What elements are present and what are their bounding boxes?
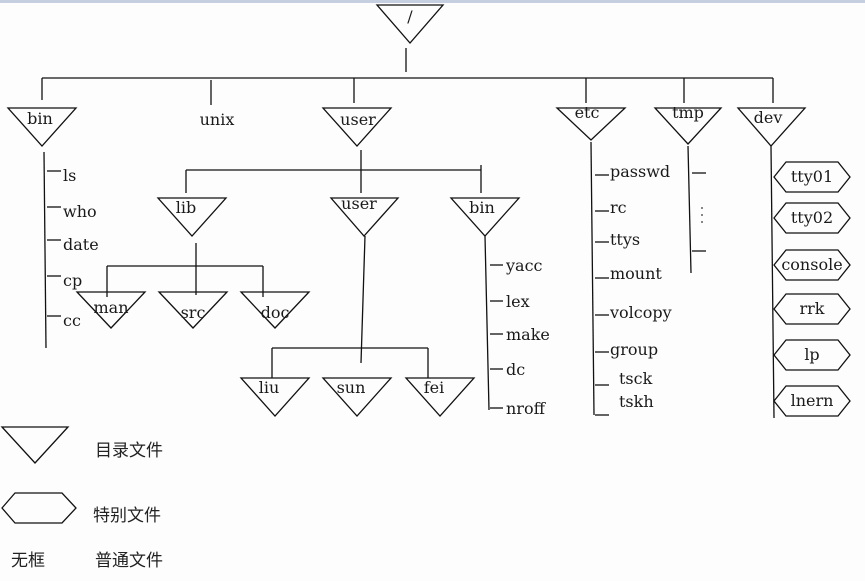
directory-man: man xyxy=(75,291,147,329)
directory-label: lib xyxy=(176,198,196,217)
directory-label: user xyxy=(341,194,377,213)
special-file-label: console xyxy=(781,255,842,274)
legend-special-label: 特别文件 xyxy=(93,506,161,526)
directory-user: user xyxy=(321,107,393,147)
special-hexagon xyxy=(773,339,851,371)
directory-triangle xyxy=(239,377,311,417)
directory-liu: liu xyxy=(239,377,311,417)
connector xyxy=(687,145,692,274)
special-file-lp: lp xyxy=(773,339,851,371)
directory-triangle xyxy=(157,291,229,329)
legend-directory-triangle xyxy=(0,426,70,464)
special-hexagon xyxy=(773,293,851,325)
directory-label: bin xyxy=(469,198,495,217)
directory-triangle xyxy=(736,107,807,147)
directory-triangle xyxy=(75,291,147,329)
directory-dev: dev xyxy=(736,107,807,147)
connector xyxy=(484,235,490,411)
special-file-label: tty02 xyxy=(791,208,833,227)
root-directory: / xyxy=(375,4,445,44)
directory-triangle xyxy=(449,197,521,237)
plain-file: yacc xyxy=(505,256,543,275)
directory-label: liu xyxy=(259,378,280,397)
special-file-label: tty01 xyxy=(791,167,833,186)
plain-file: date xyxy=(63,235,99,254)
directory-sun: sun xyxy=(321,377,393,417)
directory-triangle xyxy=(321,377,393,417)
plain-file: rc xyxy=(610,198,627,217)
directory-label: fei xyxy=(424,378,445,397)
directory-triangle xyxy=(329,197,400,237)
special-file-label: lp xyxy=(804,345,819,364)
directory-fei: fei xyxy=(404,377,476,417)
special-file-console: console xyxy=(773,249,851,281)
plain-file: passwd xyxy=(610,162,670,181)
plain-file-unix: unix xyxy=(200,110,235,129)
special-hexagon xyxy=(773,161,851,193)
special-file-tty02: tty02 xyxy=(773,202,851,234)
directory-user-bin: bin xyxy=(449,197,521,237)
special-hexagon xyxy=(773,249,851,281)
special-file-tty01: tty01 xyxy=(773,161,851,193)
directory-bin: bin xyxy=(6,107,78,147)
connector xyxy=(360,235,366,364)
tmp-ellipsis xyxy=(701,207,703,223)
plain-file: tskh xyxy=(619,392,654,411)
plain-file: lex xyxy=(506,292,530,311)
directory-triangle xyxy=(404,377,476,417)
plain-file: nroff xyxy=(506,399,547,418)
directory-user-user: user xyxy=(329,194,400,237)
legend-plain-label: 普通文件 xyxy=(95,551,163,571)
directory-triangle xyxy=(239,291,311,329)
plain-file: mount xyxy=(610,264,662,283)
top-border xyxy=(0,0,865,3)
plain-file: who xyxy=(63,202,97,221)
plain-file: cc xyxy=(63,311,81,330)
special-file-rrk: rrk xyxy=(773,293,851,325)
directory-label: bin xyxy=(27,109,53,128)
plain-file: make xyxy=(506,325,550,344)
directory-triangle xyxy=(555,107,627,141)
plain-file: ls xyxy=(63,166,76,185)
special-file-lnern: lnern xyxy=(773,385,851,417)
directory-label: etc xyxy=(575,103,600,122)
connector xyxy=(43,151,47,349)
directory-label: dev xyxy=(754,108,783,127)
legend-directory-label: 目录文件 xyxy=(95,441,163,461)
plain-file: volcopy xyxy=(609,303,672,322)
directory-label: man xyxy=(93,298,128,317)
root-label: / xyxy=(407,7,413,26)
directory-tmp: tmp xyxy=(653,103,723,145)
special-file-label: lnern xyxy=(791,391,834,410)
directory-etc: etc xyxy=(555,103,627,141)
special-hexagon xyxy=(773,385,851,417)
directory-lib: lib xyxy=(156,197,228,237)
connector xyxy=(590,141,595,416)
directory-label: user xyxy=(340,110,376,129)
directory-triangle xyxy=(156,197,228,237)
legend: 目录文件 特别文件 无框 普通文件 xyxy=(0,426,163,571)
special-hexagon xyxy=(773,202,851,234)
plain-file: ttys xyxy=(610,230,640,249)
special-file-label: rrk xyxy=(800,299,825,318)
plain-file: tsck xyxy=(619,369,653,388)
directory-label: sun xyxy=(337,378,366,397)
plain-file: dc xyxy=(506,360,525,379)
directory-triangle xyxy=(375,4,445,44)
plain-file: group xyxy=(610,340,658,359)
directory-triangle xyxy=(6,107,78,147)
directory-label: tmp xyxy=(672,103,704,122)
plain-file: cp xyxy=(63,271,82,290)
directory-triangle xyxy=(653,107,723,145)
connector xyxy=(770,145,775,419)
directory-triangle xyxy=(321,107,393,147)
directory-doc: doc xyxy=(239,291,311,329)
legend-special-hexagon xyxy=(1,492,77,524)
directory-src: src xyxy=(157,291,229,329)
directory-label: doc xyxy=(261,303,290,322)
legend-plain-symbol: 无框 xyxy=(11,551,45,571)
directory-label: src xyxy=(181,303,206,322)
